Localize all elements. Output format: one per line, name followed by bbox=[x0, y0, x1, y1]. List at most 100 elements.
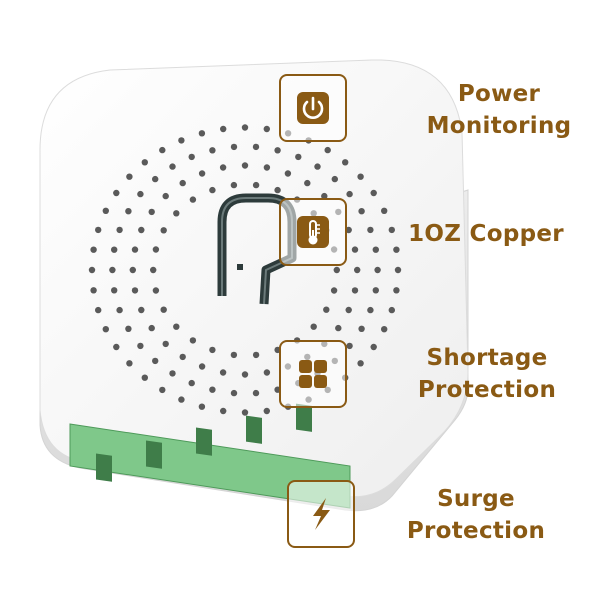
lightning-icon bbox=[313, 498, 330, 530]
vent-hole bbox=[330, 287, 338, 294]
vent-hole bbox=[241, 162, 249, 169]
vent-hole bbox=[198, 363, 206, 370]
vent-hole bbox=[358, 325, 365, 332]
vent-hole bbox=[345, 306, 352, 314]
vent-hole bbox=[374, 266, 381, 274]
vent-hole bbox=[179, 179, 186, 187]
feature-label-surge-protection: Surge Protection bbox=[376, 483, 576, 547]
vent-hole bbox=[372, 246, 379, 253]
vent-hole bbox=[189, 196, 197, 203]
vent-hole bbox=[351, 246, 359, 253]
vent-hole bbox=[219, 164, 227, 171]
vent-hole bbox=[178, 137, 185, 144]
vent-hole bbox=[148, 324, 155, 332]
vent-hole bbox=[381, 207, 388, 214]
vent-hole bbox=[295, 153, 302, 161]
vent-hole bbox=[148, 208, 155, 216]
vent-hole bbox=[152, 357, 159, 365]
feature-label-line: Protection bbox=[406, 518, 546, 544]
vent-hole bbox=[357, 173, 364, 180]
vent-hole bbox=[189, 337, 197, 344]
vent-hole bbox=[188, 379, 195, 387]
vent-hole bbox=[113, 343, 120, 351]
vent-hole bbox=[263, 369, 271, 376]
vent-hole bbox=[173, 210, 180, 217]
vent-hole bbox=[381, 326, 388, 333]
vent-hole bbox=[263, 407, 270, 415]
vent-hole bbox=[230, 181, 238, 189]
vent-hole bbox=[333, 266, 340, 274]
vent-hole bbox=[370, 189, 377, 197]
vent-hole bbox=[102, 326, 110, 333]
vent-hole bbox=[342, 159, 349, 166]
vent-hole bbox=[169, 163, 176, 170]
vent-hole bbox=[160, 306, 167, 313]
feature-label-line: Monitoring bbox=[426, 113, 572, 139]
power-icon-box bbox=[279, 74, 347, 142]
vent-hole bbox=[370, 343, 377, 351]
vent-hole bbox=[284, 170, 292, 177]
vent-hole bbox=[324, 146, 331, 154]
vent-hole bbox=[230, 351, 238, 359]
power-icon bbox=[297, 92, 329, 124]
vent-hole bbox=[178, 396, 185, 403]
vent-hole bbox=[162, 340, 169, 348]
vent-hole bbox=[304, 179, 311, 187]
vent-hole bbox=[137, 342, 144, 350]
vent-hole bbox=[90, 287, 97, 294]
vent-hole bbox=[331, 175, 338, 183]
vent-hole bbox=[129, 266, 136, 274]
vent-hole bbox=[209, 186, 216, 194]
vent-hole bbox=[388, 306, 395, 314]
vent-hole bbox=[367, 226, 374, 234]
feature-label-shortage-protection: Shortage Protection bbox=[382, 342, 592, 406]
thermometer-icon-box bbox=[279, 198, 347, 266]
vent-hole bbox=[125, 325, 132, 332]
vent-hole bbox=[357, 360, 364, 367]
vent-hole bbox=[220, 125, 227, 133]
vent-hole bbox=[263, 125, 270, 133]
vent-hole bbox=[252, 389, 260, 397]
vent-hole bbox=[209, 147, 216, 154]
vent-hole bbox=[159, 386, 166, 394]
vent-hole bbox=[116, 226, 123, 234]
grid-icon bbox=[299, 360, 327, 388]
vent-hole bbox=[241, 409, 249, 416]
vent-hole bbox=[111, 287, 118, 294]
vent-hole bbox=[173, 323, 180, 330]
vent-hole bbox=[252, 143, 260, 151]
vent-hole bbox=[152, 246, 160, 253]
vent-hole bbox=[131, 287, 139, 294]
vent-hole bbox=[230, 143, 238, 151]
feature-label-power-monitoring: Power Monitoring bbox=[394, 78, 600, 142]
vent-hole bbox=[274, 186, 281, 194]
vent-hole bbox=[137, 190, 144, 198]
vent-hole bbox=[358, 208, 365, 215]
lightning-icon-box bbox=[287, 480, 355, 548]
vent-hole bbox=[372, 287, 379, 294]
vent-hole bbox=[138, 226, 145, 234]
vent-hole bbox=[152, 175, 159, 183]
feature-label-line: 1OZ Copper bbox=[408, 221, 564, 247]
vent-hole bbox=[159, 146, 166, 154]
feature-label-line: Power bbox=[457, 81, 541, 107]
vent-hole bbox=[345, 226, 352, 234]
vent-hole bbox=[126, 173, 133, 180]
feature-label-line: Shortage bbox=[426, 345, 548, 371]
feature-label-line: Protection bbox=[417, 377, 557, 403]
vent-hole bbox=[111, 246, 118, 253]
vent-hole bbox=[138, 306, 145, 314]
vent-hole bbox=[109, 266, 116, 274]
vent-hole bbox=[335, 324, 342, 332]
vent-hole bbox=[323, 306, 330, 313]
vent-hole bbox=[209, 386, 216, 393]
vent-hole bbox=[219, 369, 227, 376]
vent-hole bbox=[354, 266, 361, 274]
vent-hole bbox=[116, 306, 123, 314]
vent-hole bbox=[274, 147, 281, 154]
vent-hole bbox=[346, 342, 353, 350]
vent-hole bbox=[198, 170, 206, 177]
vent-hole bbox=[150, 266, 157, 274]
vent-hole bbox=[263, 164, 271, 171]
